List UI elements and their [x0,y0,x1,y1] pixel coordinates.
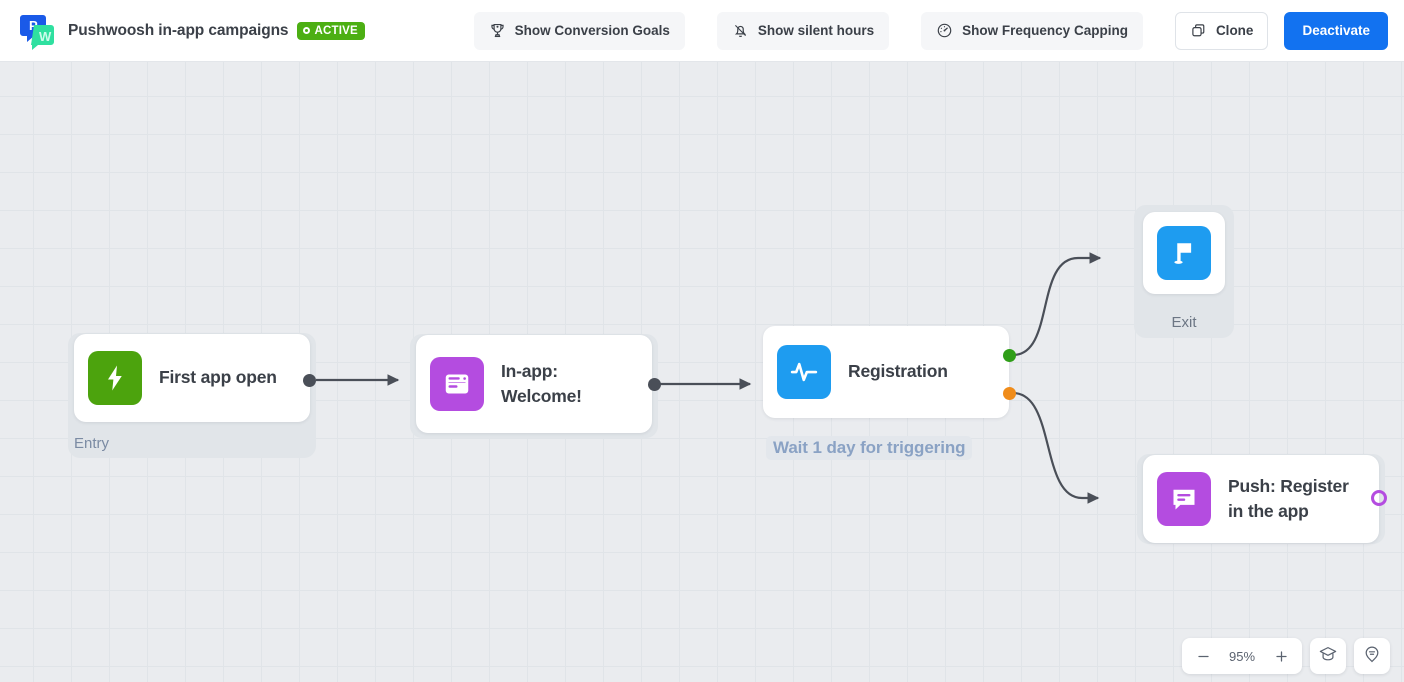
pushwoosh-logo-icon: P W [18,11,58,51]
zoom-group: 95% [1182,638,1302,674]
show-conversion-goals-button[interactable]: Show Conversion Goals [473,11,685,50]
port-registration-yes[interactable] [1003,349,1016,362]
legend-button[interactable] [1354,638,1390,674]
svg-text:W: W [39,29,52,44]
node-in-app[interactable]: In-app: Welcome! [416,335,652,433]
flow-edges [312,252,1102,504]
node-registration[interactable]: Registration [763,326,1009,418]
node-registration-label: Registration [848,361,948,382]
port-entry-out[interactable] [303,374,316,387]
flag-icon [1157,226,1211,280]
port-push-out[interactable] [1371,490,1387,506]
status-badge: ACTIVE [297,21,365,40]
node-push-label: Push: Register in the app [1228,475,1349,521]
show-silent-hours-label: Show silent hours [757,23,875,38]
trophy-icon [489,22,506,39]
in-app-window-icon [430,357,484,411]
node-entry-label: First app open [159,367,277,388]
map-pin-legend-icon [1362,644,1382,669]
page-title: Pushwoosh in-app campaigns [68,21,289,39]
entry-group-caption: Entry [74,435,110,452]
deactivate-button[interactable]: Deactivate [1284,11,1388,50]
app-header: P W Pushwoosh in-app campaigns ACTIVE Sh… [0,0,1404,62]
node-exit[interactable] [1143,212,1225,294]
status-badge-label: ACTIVE [314,24,358,37]
copy-icon [1190,22,1207,39]
show-silent-hours-button[interactable]: Show silent hours [716,11,890,50]
edge-registration-to-push [1012,391,1100,504]
zoom-in-button[interactable] [1264,639,1298,673]
bell-slash-icon [732,22,749,39]
gauge-icon [936,22,953,39]
svg-text:P: P [29,18,38,33]
edge-registration-to-exit [1012,252,1102,357]
graduation-cap-icon [1318,644,1338,669]
port-inapp-out[interactable] [648,378,661,391]
port-registration-no[interactable] [1003,387,1016,400]
node-in-app-label: In-app: Welcome! [501,360,582,406]
show-frequency-capping-button[interactable]: Show Frequency Capping [921,11,1143,50]
zoom-out-button[interactable] [1186,639,1220,673]
show-frequency-capping-label: Show Frequency Capping [962,23,1128,38]
zoom-controls: 95% [1182,638,1390,674]
status-dot-icon [303,27,311,34]
zoom-level-value: 95% [1228,648,1256,664]
show-conversion-goals-label: Show Conversion Goals [514,23,670,38]
push-message-icon [1157,472,1211,526]
node-entry[interactable]: First app open [74,334,310,422]
header-actions: Show Conversion Goals Show silent hours [473,11,1388,50]
deactivate-label: Deactivate [1302,23,1370,38]
clone-label: Clone [1215,23,1254,38]
flow-canvas[interactable]: First app open Entry In-app: Welcome! Re… [0,62,1404,682]
lightning-bolt-icon [88,351,142,405]
tutorial-button[interactable] [1310,638,1346,674]
registration-wait-label: Wait 1 day for triggering [766,436,973,460]
exit-caption: Exit [1171,314,1197,331]
node-push[interactable]: Push: Register in the app [1143,455,1379,543]
activity-pulse-icon [777,345,831,399]
clone-button[interactable]: Clone [1174,11,1269,50]
